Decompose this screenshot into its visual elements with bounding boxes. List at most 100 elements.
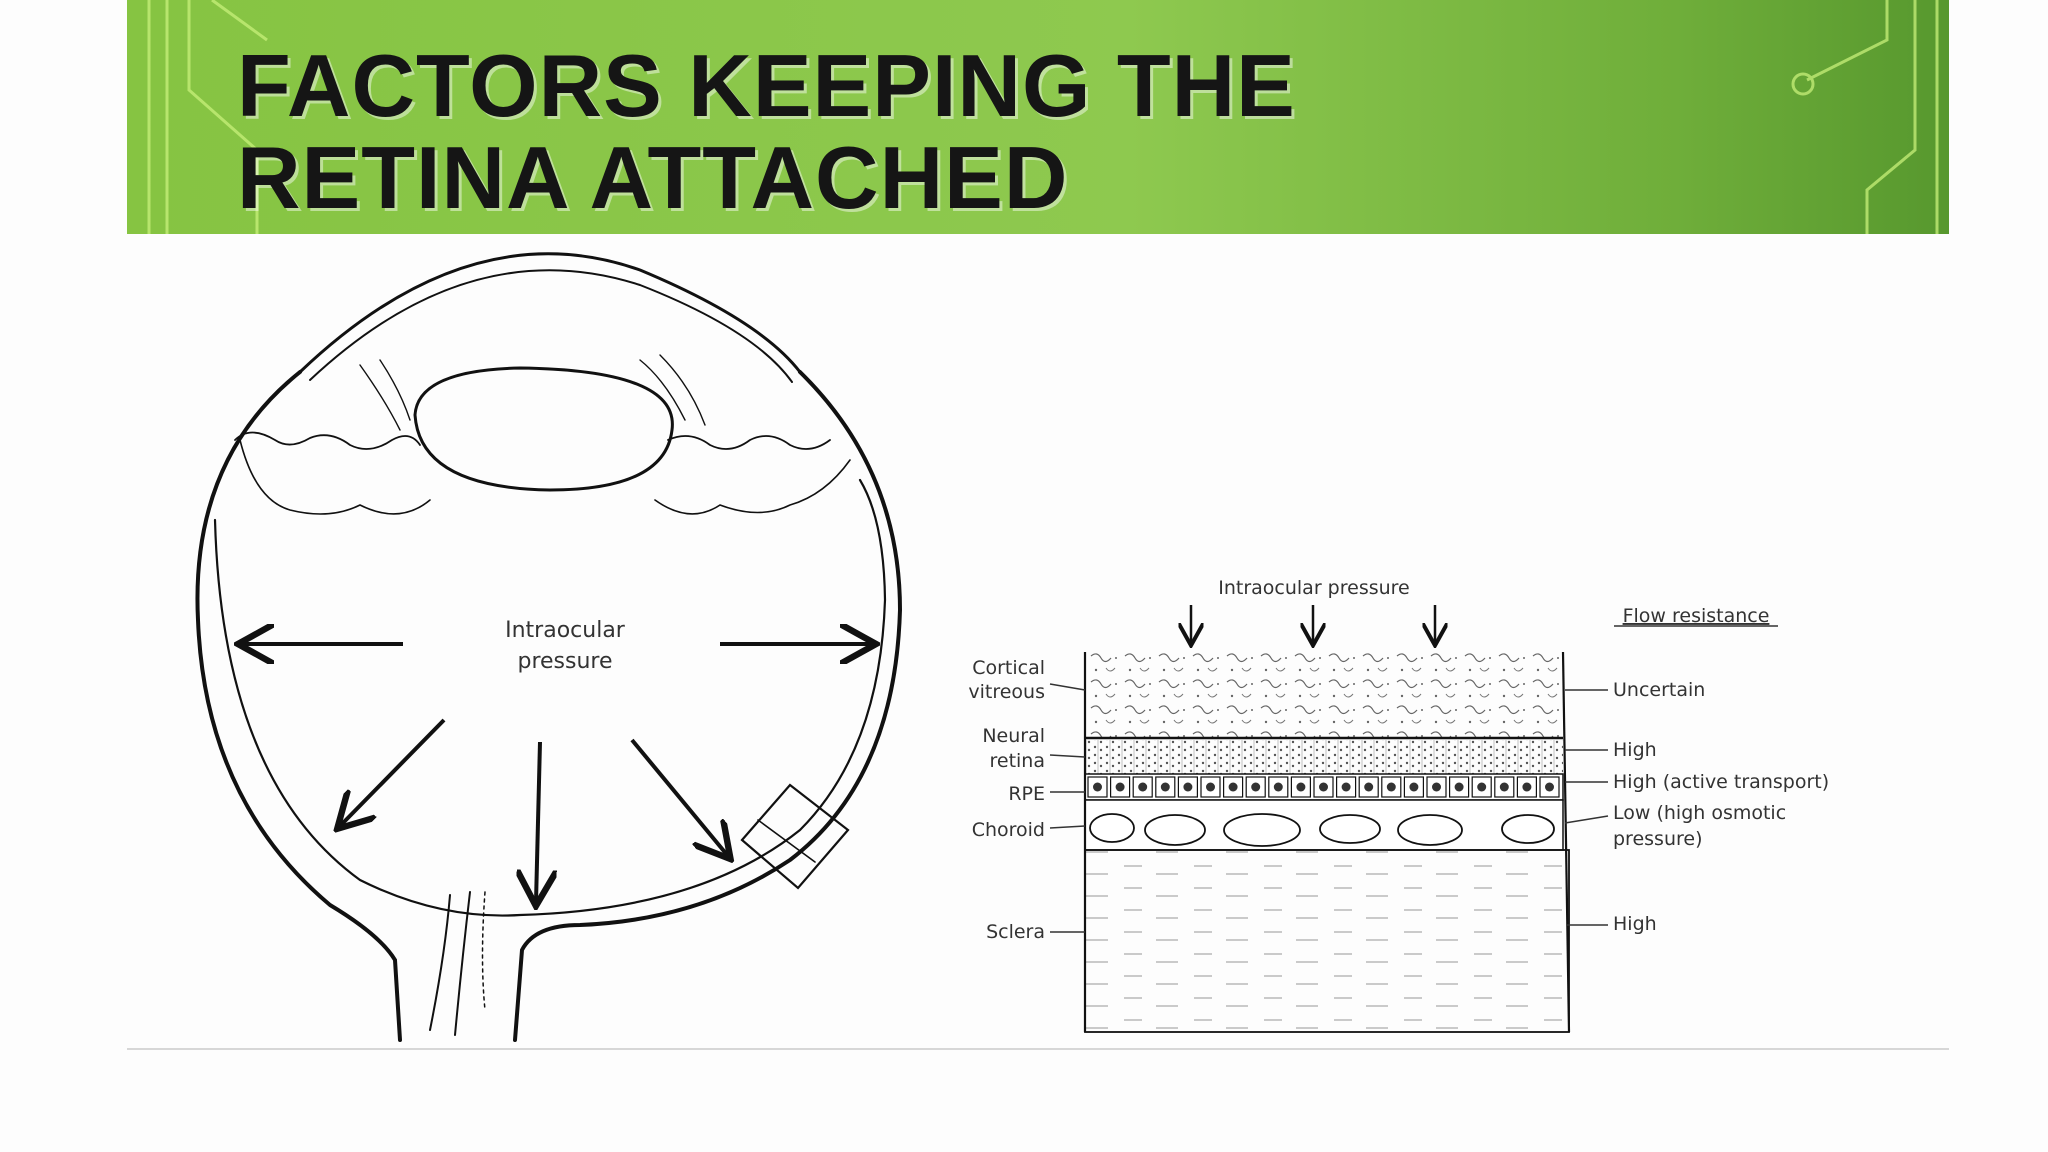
rpe-nucleus: [1160, 782, 1170, 792]
rpe-nucleus: [1341, 782, 1351, 792]
rpe-nucleus: [1115, 782, 1125, 792]
choroid-vessel: [1319, 814, 1381, 844]
magnified-region-box: [740, 783, 850, 890]
layers-right-edge: [1561, 651, 1571, 1033]
ciliary-body-left: [234, 431, 421, 450]
rpe-cell: [1087, 776, 1108, 798]
rpe-nucleus: [1522, 782, 1532, 792]
tissue-layers: [1083, 651, 1571, 1033]
rpe-cell: [1222, 776, 1244, 798]
resistance-sclera: High: [1613, 913, 1657, 935]
rpe-cell: [1403, 776, 1425, 798]
rpe-cells: [1087, 776, 1560, 798]
cornea-inner: [309, 269, 793, 383]
label-choroid: Choroid: [972, 819, 1045, 841]
left-leader-lines: [1049, 683, 1086, 933]
rpe-cell: [1290, 776, 1312, 798]
rpe-nucleus: [1183, 782, 1193, 792]
layer-name-labels: Cortical vitreous Neural retina RPE Chor…: [968, 657, 1045, 943]
circuit-decoration: [147, 0, 1939, 234]
choroid-vessels: [1089, 813, 1555, 847]
rpe-nucleus: [1364, 782, 1374, 792]
rpe-cell: [1268, 776, 1289, 798]
pressure-arrows-layers: [1191, 605, 1435, 643]
layer-pressure-label: Intraocular pressure: [1218, 577, 1410, 599]
optic-nerve-c: [481, 891, 486, 1011]
rpe-cell: [1245, 776, 1266, 798]
resistance-choroid-2: pressure): [1613, 828, 1702, 850]
rpe-cell: [1132, 776, 1153, 798]
ciliary-processes-right: [654, 459, 851, 515]
rpe-nucleus: [1206, 782, 1215, 792]
rpe-cell: [1426, 776, 1447, 798]
rpe-cell: [1155, 776, 1176, 798]
rpe-nucleus: [1273, 782, 1283, 792]
globe-outer-left: [195, 370, 402, 1042]
magnified-region-divider: [757, 819, 816, 863]
label-cortical: Cortical: [972, 657, 1045, 679]
resistance-retina: High: [1613, 739, 1657, 761]
eye-pressure-label-2: pressure: [517, 649, 612, 674]
leader-choroid: [1049, 825, 1086, 829]
resistance-labels: Uncertain High High (active transport) L…: [1613, 679, 1829, 935]
rpe-nucleus: [1499, 782, 1509, 792]
arrow-down: [536, 741, 540, 902]
iris-right: [639, 354, 706, 426]
rpe-nucleus: [1093, 782, 1102, 792]
rpe-nucleus: [1432, 782, 1441, 792]
layer-sclera: [1084, 849, 1570, 1033]
resistance-vitreous: Uncertain: [1613, 679, 1705, 701]
rpe-cell: [1109, 776, 1131, 798]
rpe-nucleus: [1251, 782, 1261, 792]
arrow-down-right: [630, 738, 728, 856]
rpe-cell: [1200, 776, 1221, 798]
resistance-choroid-1: Low (high osmotic: [1613, 802, 1786, 824]
cornea-outline: [298, 252, 802, 374]
eye-cross-section: [195, 252, 903, 1042]
iris-left: [359, 359, 411, 431]
rpe-nucleus: [1409, 782, 1419, 792]
right-leader-lines: [1564, 689, 1609, 926]
label-rpe: RPE: [1008, 783, 1045, 805]
resistance-rpe: High (active transport): [1613, 771, 1829, 793]
pressure-arrows-eye: [242, 644, 872, 902]
rpe-cell: [1177, 776, 1199, 798]
choroid-vessel: [1089, 813, 1135, 843]
ciliary-body-right: [667, 435, 831, 450]
rpe-nucleus: [1319, 782, 1328, 792]
rpe-nucleus: [1386, 782, 1396, 792]
lens: [413, 366, 674, 492]
ciliary-processes-left: [239, 439, 431, 515]
label-retina: retina: [990, 750, 1046, 772]
footer-divider: [127, 1048, 1949, 1050]
layer-choroid: [1084, 799, 1564, 851]
rpe-nucleus: [1296, 782, 1306, 792]
layer-cortical-vitreous: [1085, 652, 1563, 738]
arrow-down-left: [340, 718, 446, 826]
choroid-vessel: [1223, 813, 1301, 847]
rpe-nucleus: [1454, 782, 1464, 792]
rpe-cell: [1313, 776, 1334, 798]
rpe-cell: [1516, 776, 1538, 798]
rpe-cell: [1539, 776, 1560, 798]
optic-nerve-a: [429, 894, 451, 1031]
title-line-1: FACTORS KEEPING THE: [237, 36, 1296, 135]
layer-neural-retina: [1085, 740, 1563, 774]
choroid-vessel: [1397, 814, 1463, 846]
choroid-vessel: [1501, 814, 1555, 844]
rpe-cell: [1335, 776, 1357, 798]
rpe-nucleus: [1477, 782, 1487, 792]
rpe-cell: [1494, 776, 1515, 798]
leader-cortical: [1049, 683, 1086, 691]
rpe-cell: [1358, 776, 1379, 798]
optic-nerve-b: [454, 891, 471, 1036]
slide-title: FACTORS KEEPING THE RETINA ATTACHED: [237, 40, 1296, 224]
rpe-nucleus: [1228, 782, 1238, 792]
rpe-nucleus: [1138, 782, 1148, 792]
rpe-nucleus: [1545, 782, 1554, 792]
rleader-choroid: [1564, 815, 1609, 824]
title-line-2: RETINA ATTACHED: [237, 128, 1069, 227]
flow-resistance-header: Flow resistance: [1623, 605, 1770, 627]
